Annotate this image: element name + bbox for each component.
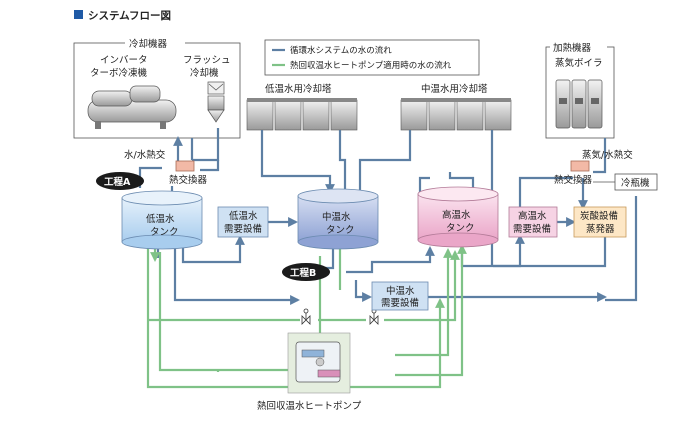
process-a-badge: 工程A	[96, 172, 144, 190]
heating-equipment-label: 加熱機器	[553, 42, 592, 54]
svg-text:高温水: 高温水	[442, 209, 471, 221]
title-square-icon	[74, 10, 83, 19]
inverter-turbo-label-2: ターボ冷凍機	[90, 67, 148, 79]
low-temp-tower-label: 低温水用冷却塔	[265, 83, 332, 95]
svg-text:工程B: 工程B	[290, 267, 316, 279]
svg-text:中温水: 中温水	[322, 211, 351, 223]
right-hx-label: 熱交換器	[554, 174, 593, 186]
legend: 循環水システムの水の流れ 熱回収温水ヒートポンプ適用時の水の流れ	[264, 39, 480, 76]
valve-icon-right[interactable]	[369, 308, 379, 325]
svg-text:低温水: 低温水	[229, 210, 258, 222]
mid-temp-water-tank: 中温水 タンク	[297, 188, 379, 250]
cooling-equipment-label: 冷却機器	[129, 38, 168, 50]
left-hx-label: 熱交換器	[169, 174, 208, 186]
legend-blue-label: 循環水システムの水の流れ	[290, 45, 392, 56]
carbonation-evaporator-equipment: 炭酸設備 蒸発器	[573, 206, 627, 238]
svg-text:蒸発器: 蒸発器	[586, 223, 615, 235]
low-temp-demand-equipment: 低温水 需要設備	[217, 206, 269, 238]
blue-flow-lines	[138, 128, 638, 305]
flash-cooler-label-1: フラッシュ	[183, 55, 231, 66]
low-temp-cooling-tower-icon	[246, 98, 358, 131]
heat-pump-label: 熱回収温水ヒートポンプ	[257, 400, 362, 412]
green-flow-lines	[146, 244, 467, 389]
svg-text:中温水: 中温水	[386, 285, 415, 297]
low-temp-water-tank: 低温水 タンク	[121, 190, 203, 250]
flash-cooler-icon	[207, 81, 225, 123]
turbo-chiller-icon	[87, 85, 177, 129]
svg-text:炭酸設備: 炭酸設備	[580, 210, 618, 222]
svg-text:低温水: 低温水	[146, 213, 175, 225]
water-water-hx-label: 水/水熱交	[124, 149, 166, 161]
svg-text:工程A: 工程A	[104, 176, 131, 188]
svg-text:タンク: タンク	[150, 227, 179, 238]
steam-boiler-icon	[555, 79, 603, 129]
high-temp-water-tank: 高温水 タンク	[417, 186, 499, 248]
heat-recovery-heat-pump	[287, 332, 351, 394]
right-heat-exchanger	[570, 160, 590, 172]
mid-temp-cooling-tower-icon	[400, 98, 512, 131]
mid-temp-demand-equipment: 中温水 需要設備	[371, 281, 429, 311]
process-b-badge: 工程B	[282, 263, 330, 281]
valve-icon-left[interactable]	[301, 308, 311, 325]
flash-cooler-label-2: 冷却機	[190, 67, 219, 79]
svg-text:タンク: タンク	[326, 225, 355, 236]
page-title: システムフロー図	[88, 10, 171, 22]
legend-green-label: 熱回収温水ヒートポンプ適用時の水の流れ	[290, 60, 452, 71]
heating-equipment-group: 加熱機器 蒸気ボイラ	[545, 42, 615, 139]
svg-text:タンク: タンク	[446, 223, 475, 234]
left-heat-exchanger	[175, 160, 195, 172]
svg-text:需要設備: 需要設備	[224, 223, 262, 235]
svg-text:高温水: 高温水	[518, 210, 547, 222]
inverter-turbo-label-1: インバータ	[100, 55, 148, 66]
refrigerator-label: 冷瓶機	[621, 177, 650, 189]
cooling-equipment-group: 冷却機器 インバータ ターボ冷凍機 フラッシュ 冷却機	[73, 38, 241, 139]
svg-text:需要設備: 需要設備	[513, 223, 551, 235]
mid-temp-tower-label: 中温水用冷却塔	[421, 83, 488, 95]
svg-text:需要設備: 需要設備	[381, 297, 419, 309]
steam-boiler-label: 蒸気ボイラ	[555, 57, 603, 69]
high-temp-demand-equipment: 高温水 需要設備	[508, 206, 558, 238]
steam-water-hx-label: 蒸気/水熱交	[582, 149, 633, 161]
